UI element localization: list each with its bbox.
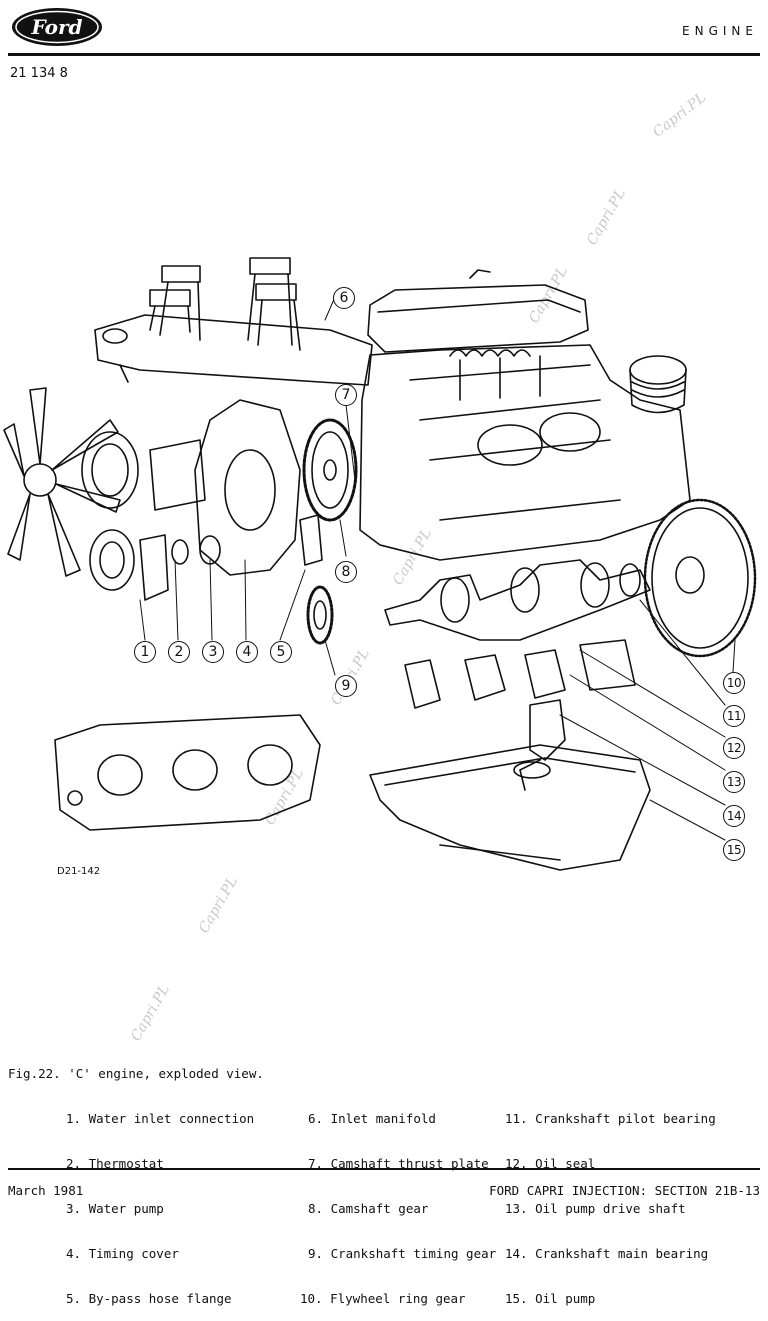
timing-cover-drawing (194, 399, 323, 576)
crankshaft-gear-drawing (306, 585, 334, 645)
oil-pump-drawing (513, 699, 566, 791)
legend-item: 8. Camshaft gear (308, 1201, 429, 1216)
legend-item: 14. Crankshaft main bearing (505, 1246, 709, 1261)
leader-lines (139, 296, 736, 841)
legend-item: 2. Thermostat (66, 1156, 164, 1171)
oil-sump-drawing (369, 744, 651, 871)
legend-item: 5. By-pass hose flange (66, 1291, 232, 1306)
pulleys-drawing (81, 431, 221, 601)
legend-item: 3. Water pump (66, 1201, 164, 1216)
callout-11: 11 (723, 705, 745, 727)
drawing-id: D21-142 (57, 866, 101, 877)
callout-9: 9 (335, 675, 357, 697)
legend-item: 10. Flywheel ring gear (300, 1291, 466, 1306)
footer-reference: FORD CAPRI INJECTION: SECTION 21B-13 (489, 1183, 760, 1198)
piston-drawing (629, 355, 687, 414)
engine-exploded-drawing (3, 257, 757, 871)
flywheel-drawing (643, 498, 757, 658)
callout-4: 4 (236, 641, 258, 663)
legend-column-2: 6. Inlet manifold 7. Camshaft thrust pla… (300, 1081, 496, 1321)
legend-item: 15. Oil pump (505, 1291, 596, 1306)
callout-15: 15 (723, 839, 745, 861)
callout-1: 1 (134, 641, 156, 663)
section-title: ENGINE (682, 24, 758, 38)
watermark: Capri.PL (650, 89, 709, 141)
legend-column-3: 11. Crankshaft pilot bearing 12. Oil sea… (505, 1081, 716, 1321)
legend-item: 12. Oil seal (505, 1156, 596, 1171)
ford-logo-text: Ford (31, 15, 83, 39)
engine-block-drawing (359, 344, 691, 561)
legend-column-1: 1. Water inlet connection 2. Thermostat … (66, 1081, 254, 1321)
watermark: Capri.PL (128, 981, 174, 1044)
legend-item: 6. Inlet manifold (308, 1111, 436, 1126)
legend-item: 11. Crankshaft pilot bearing (505, 1111, 716, 1126)
callout-7: 7 (335, 384, 357, 406)
callout-6: 6 (333, 287, 355, 309)
watermark: Capri.PL (584, 185, 630, 248)
legend-item: 1. Water inlet connection (66, 1111, 255, 1126)
callout-5: 5 (270, 641, 292, 663)
footer-date: March 1981 (8, 1183, 84, 1198)
legend-item: 13. Oil pump drive shaft (505, 1201, 686, 1216)
inlet-manifold-drawing (94, 257, 373, 386)
callout-2: 2 (168, 641, 190, 663)
page-code: 21 134 8 (10, 66, 68, 81)
legend-item: 9. Crankshaft timing gear (308, 1246, 497, 1261)
crankshaft-drawing (384, 559, 651, 641)
callout-3: 3 (202, 641, 224, 663)
callout-13: 13 (723, 771, 745, 793)
footer-rule (8, 1168, 760, 1170)
callout-8: 8 (335, 561, 357, 583)
cylinder-head-drawing (54, 714, 321, 831)
figure-caption: Fig.22. 'C' engine, exploded view. (8, 1066, 264, 1081)
ford-logo: Ford (12, 8, 102, 46)
rocker-cover-drawing (367, 269, 589, 353)
legend-item: 7. Camshaft thrust plate (308, 1156, 489, 1171)
legend-item: 4. Timing cover (66, 1246, 179, 1261)
callout-12: 12 (723, 737, 745, 759)
camshaft-gear-drawing (302, 418, 358, 522)
main-bearings-drawing (404, 639, 636, 709)
header-rule (8, 53, 760, 56)
callout-14: 14 (723, 805, 745, 827)
callout-10: 10 (723, 672, 745, 694)
